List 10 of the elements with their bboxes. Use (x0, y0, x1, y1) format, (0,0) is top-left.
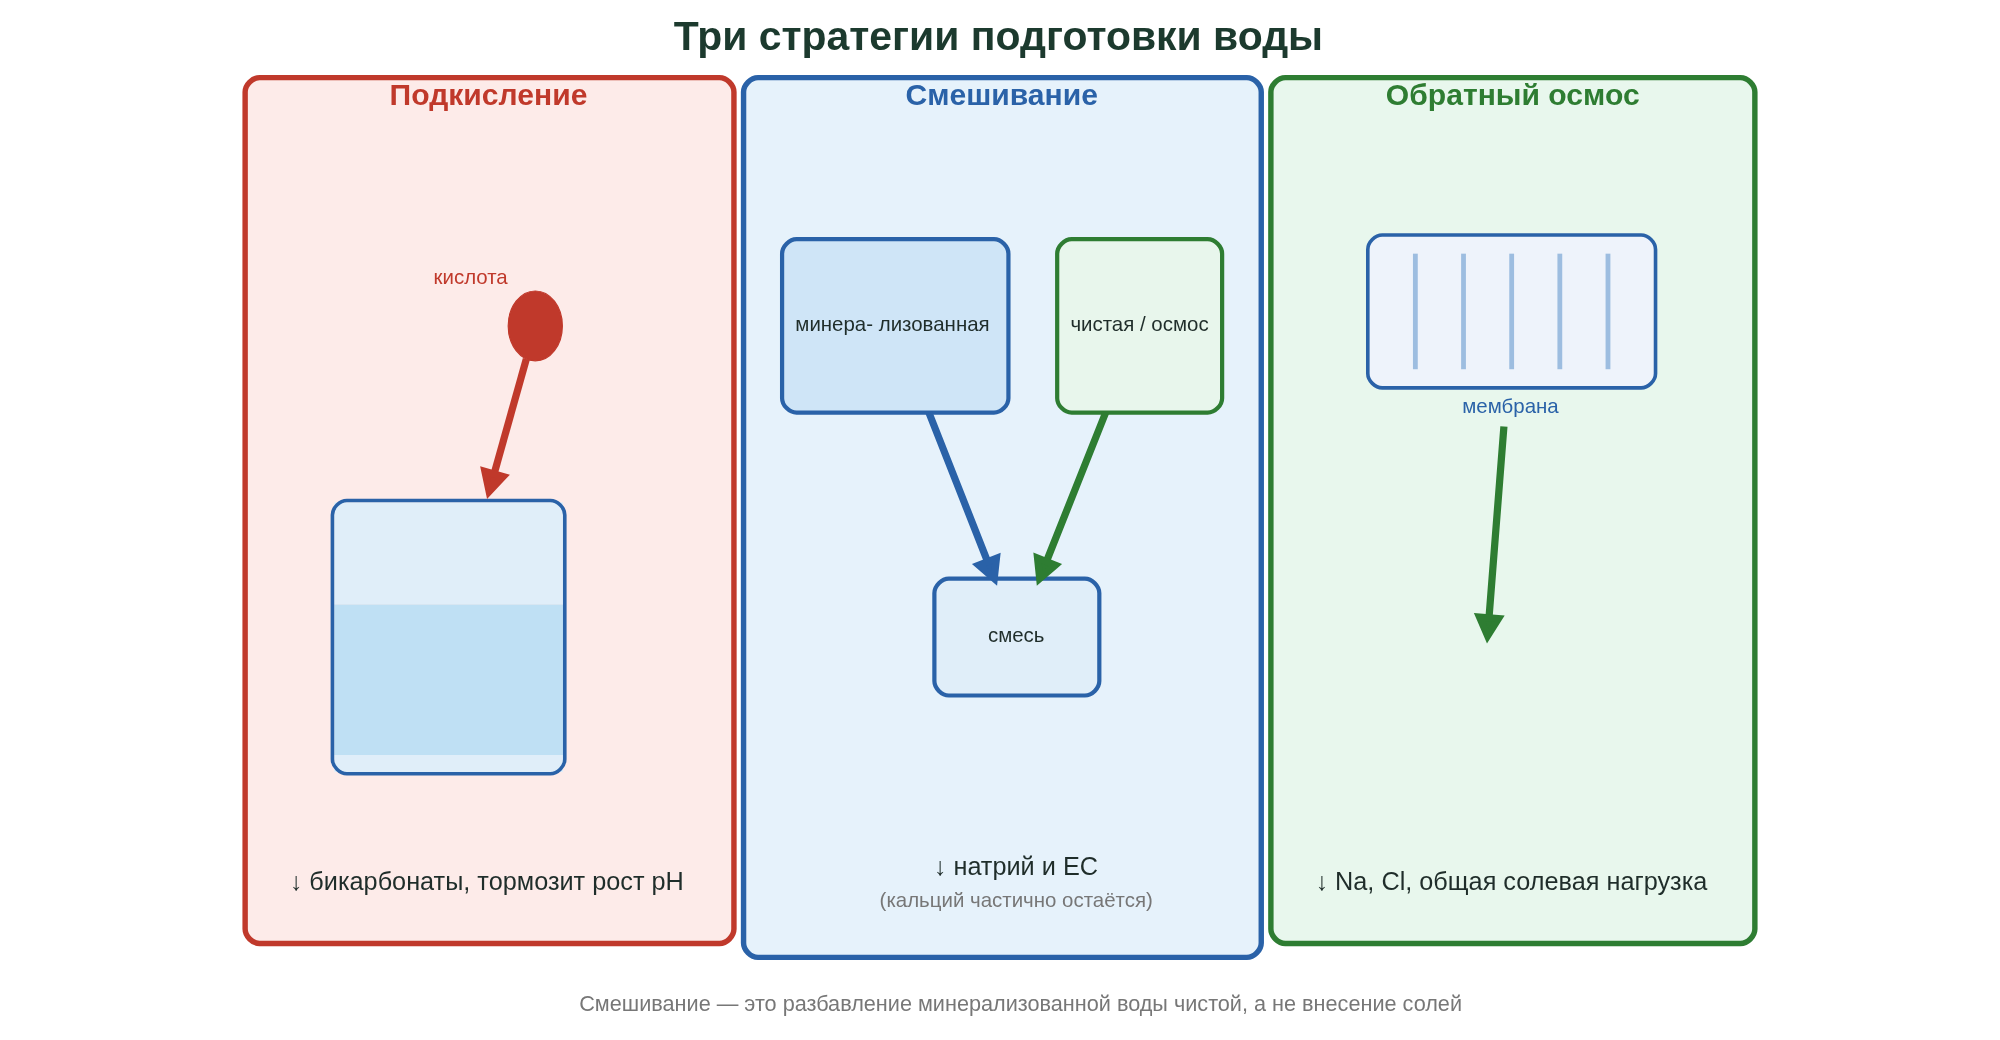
node-drop (507, 289, 563, 361)
node-label: мембрана (1462, 393, 1559, 417)
caption: Смешивание — это разбавление минерализованной воды чистой, а не внесение солей (579, 990, 1462, 1016)
arrow (1473, 425, 1508, 644)
diagram-title: Три стратегии подготовки воды (673, 12, 1324, 59)
node-label: кислота (433, 264, 508, 288)
node-box: смесь (932, 576, 1102, 698)
node-box: чистая / осмос (1055, 236, 1225, 415)
arrow (480, 357, 530, 499)
node-box: минера- лизованная (780, 236, 1011, 415)
